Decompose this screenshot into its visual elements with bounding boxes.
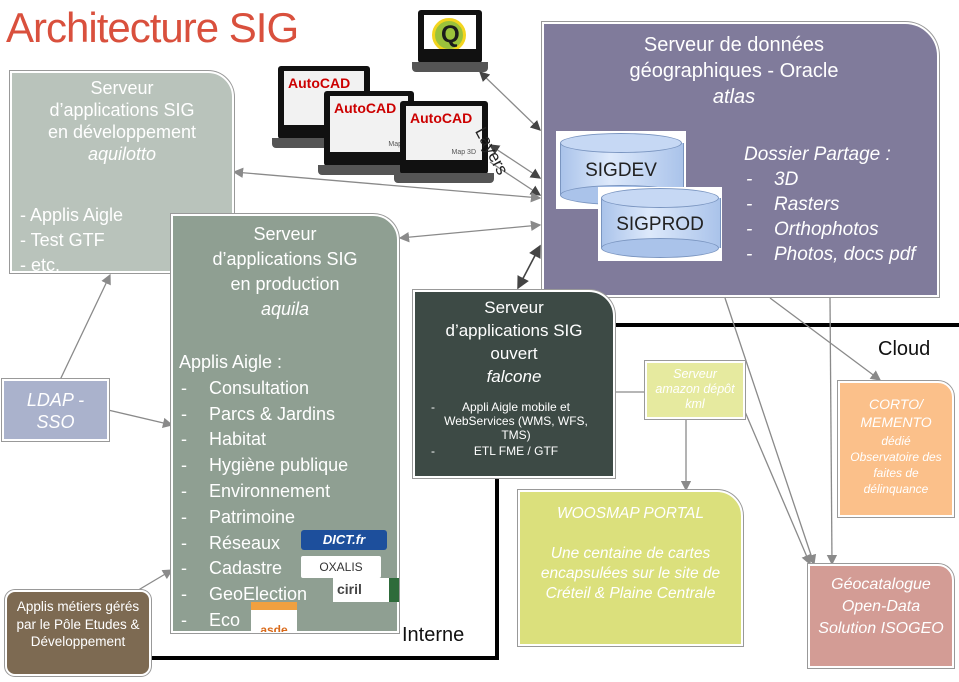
prod-item: Environnement [179, 479, 348, 505]
ldap-sso-box: LDAP - SSO [2, 379, 109, 441]
applis-metiers-box: Applis métiers gérés par le Pôle Etudes … [5, 590, 151, 676]
qgis-letter: Q [441, 21, 460, 48]
folder-item: Orthophotos [744, 217, 934, 242]
falcone-name: falcone [486, 367, 542, 386]
asde-logo: asde [251, 602, 297, 632]
woosmap-title: WOOSMAP PORTAL [557, 505, 704, 522]
sigdev-label: SIGDEV [585, 160, 657, 181]
interne-label: Interne [402, 624, 465, 646]
falcone-item-1: -Appli Aigle mobile et WebServices (WMS,… [431, 400, 588, 442]
amazon-server-box: Serveur amazon dépôt kml [645, 361, 745, 419]
autocad-logo-2: AutoCAD [334, 100, 397, 116]
oracle-title-line2: géographiques - Oracle [629, 60, 839, 82]
arrow-falcone-oracle [517, 244, 541, 290]
prod-item: Habitat [179, 427, 348, 453]
prod-title-line3: en production [230, 274, 340, 294]
prod-name: aquila [260, 299, 310, 319]
dev-name: aquilotto [87, 144, 157, 164]
prod-apps-title: Applis Aigle : [179, 352, 283, 372]
sigprod-label: SIGPROD [616, 214, 704, 235]
prod-server: Serveur d’applications SIG en production… [171, 214, 399, 634]
arrow-oracle-geocat-2 [826, 297, 838, 566]
folder-item: 3D [744, 167, 934, 192]
prod-item: Cadastre [179, 556, 348, 582]
arrow-prod-oracle [398, 220, 542, 243]
autocad-laptop-3: AutoCAD Map 3D [394, 101, 494, 183]
folder-item: Photos, docs pdf [744, 242, 934, 267]
arrow-dev-oracle [232, 167, 542, 203]
falcone-title-line1: Serveur [484, 298, 544, 317]
dev-title-line3: en développement [47, 122, 197, 142]
prod-item: Réseaux [179, 531, 348, 557]
cloud-label: Cloud [878, 338, 931, 360]
woosmap-text: Une centaine de cartes encapsulées sur l… [540, 545, 721, 602]
dev-title-line2: d’applications SIG [49, 100, 195, 120]
prod-item: Patrimoine [179, 505, 348, 531]
qgis-icon [432, 18, 466, 49]
prod-item: GeoElection [179, 582, 348, 608]
falcone-title-line2: d’applications SIG [445, 321, 583, 340]
geocatalogue-box: Géocatalogue Open-Data Solution ISOGEO [808, 564, 954, 668]
arrow-ldap-dev [59, 273, 111, 381]
corto-memento-box: CORTO/ MEMENTO dédié Observatoire des fa… [838, 381, 954, 517]
arrow-qgis-oracle [479, 71, 541, 131]
arrow-oracle-corto [769, 297, 882, 381]
prod-title-line1: Serveur [253, 224, 317, 244]
oxalis-logo: OXALIS [301, 556, 381, 578]
autocad-sub-3: Map 3D [451, 149, 476, 156]
dev-item: - etc. [20, 255, 61, 275]
oxalis-logo-text: OXALIS [319, 560, 363, 574]
autocad-laptop-2: AutoCAD Map [318, 91, 420, 175]
dev-item: - Test GTF [20, 230, 105, 250]
applis-metiers-label: Applis métiers gérés par le Pôle Etudes … [16, 599, 140, 649]
oracle-folder-title: Dossier Partage : [744, 144, 891, 165]
falcone-server: Serveur d’applications SIG ouvert falcon… [413, 290, 615, 478]
ciril-logo-text: ciril [337, 581, 362, 597]
prod-title-line2: d’applications SIG [212, 249, 358, 269]
autocad-logo-1: AutoCAD [288, 75, 351, 91]
folder-item: Rasters [744, 192, 934, 217]
amazon-label: Serveur amazon dépôt kml [655, 367, 735, 411]
oracle-name: atlas [712, 86, 756, 108]
ciril-logo: ciril [333, 578, 399, 602]
dict-logo: DICT.fr [301, 530, 387, 550]
arrow-oracle-geocat [724, 297, 817, 566]
arrow-metiers-prod [134, 569, 174, 593]
woosmap-portal-box: WOOSMAP PORTAL Une centaine de cartes en… [518, 490, 743, 646]
prod-item: Eco [179, 608, 348, 634]
arrow-amazon-geocat [739, 399, 812, 566]
falcone-item-2: -ETL FME / GTF [431, 444, 559, 458]
prod-item: Hygiène publique [179, 453, 348, 479]
geocatalogue-label: Géocatalogue Open-Data Solution ISOGEO [818, 576, 944, 637]
dev-item: - Applis Aigle [20, 205, 124, 225]
oracle-title-line1: Serveur de données [643, 34, 825, 56]
interne-boundary-bottom [150, 470, 499, 660]
falcone-title-line3: ouvert [490, 344, 538, 363]
page-title: Architecture SIG [6, 4, 299, 51]
prod-item: Consultation [179, 376, 348, 402]
autocad-sub-2: Map [388, 141, 402, 148]
asde-logo-text: asde [260, 623, 288, 632]
dev-title-line1: Serveur [90, 78, 154, 98]
arrow-ldap-prod [107, 409, 174, 428]
dict-logo-text: DICT.fr [322, 532, 366, 547]
prod-item: Parcs & Jardins [179, 402, 348, 428]
qgis-laptop: Q [412, 10, 488, 72]
corto-text: dédié Observatoire des faites de délinqu… [850, 434, 942, 496]
ldap-sso-label: LDAP - SSO [26, 390, 85, 432]
corto-title: CORTO/ MEMENTO [860, 396, 932, 430]
autocad-logo-3: AutoCAD [410, 110, 473, 126]
sigprod-database: SIGPROD [601, 188, 721, 258]
